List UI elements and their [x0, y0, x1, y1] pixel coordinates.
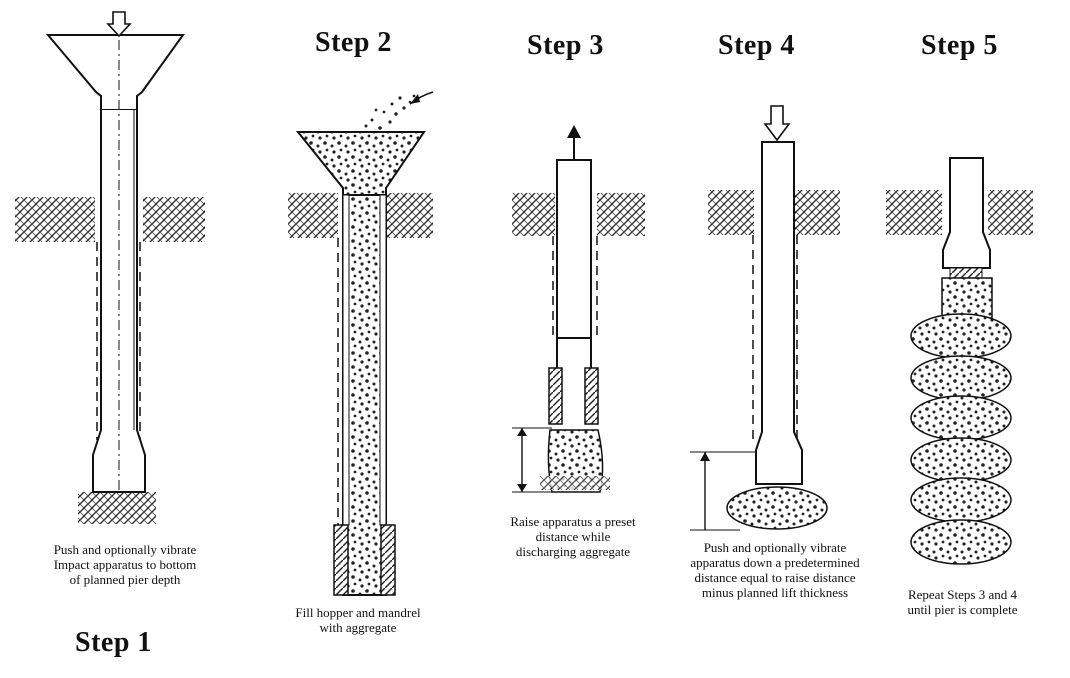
step4-soil-left	[708, 190, 754, 235]
step5-pier-lifts	[910, 313, 1012, 565]
step2-falling-aggregate	[364, 94, 416, 130]
step2-soil-right	[383, 193, 433, 238]
step4-soil-right	[795, 190, 840, 235]
step3-drawing	[512, 125, 645, 493]
step4-mandrel	[755, 141, 803, 485]
step2-drawing	[288, 91, 434, 596]
step2-shoe-left	[333, 524, 349, 596]
step5-soil-left	[886, 190, 942, 235]
step3-mandrel	[556, 159, 592, 339]
step3-shoe-left	[548, 367, 563, 425]
step1-hopper	[45, 34, 185, 111]
step4-push-arrow	[763, 105, 791, 142]
step5-pier-top	[941, 277, 993, 319]
step1-push-arrow	[106, 11, 132, 38]
step3-soil-right	[597, 193, 645, 236]
step3-shoe-right	[584, 367, 599, 425]
step3-raise-arrow	[567, 125, 581, 138]
step3-soil-left	[512, 193, 555, 236]
step3-title: Step 3	[527, 30, 604, 61]
step5-mandrel	[942, 157, 991, 269]
step5-soil-right	[988, 190, 1033, 235]
step2-soil-left	[288, 193, 338, 238]
step4-compacted-lift	[726, 486, 828, 530]
step1-caption: Push and optionally vibrate Impact appar…	[53, 542, 197, 587]
step2-title: Step 2	[315, 27, 392, 58]
step4-drawing	[690, 105, 840, 531]
step1-drawing	[15, 11, 205, 524]
step5-caption: Repeat Steps 3 and 4 until pier is compl…	[907, 587, 1018, 617]
step1-soil-left	[15, 197, 95, 242]
step5-drawing	[886, 157, 1033, 565]
step1-soil-bottom	[78, 492, 156, 524]
step4-title: Step 4	[718, 30, 795, 61]
step2-hopper	[295, 131, 426, 196]
step2-mandrel	[342, 194, 387, 596]
step1-soil-right	[143, 197, 205, 242]
step5-title: Step 5	[921, 30, 998, 61]
step2-caption: Fill hopper and mandrel with aggregate	[295, 605, 421, 635]
step3-caption: Raise apparatus a preset distance while …	[510, 514, 636, 559]
step4-caption: Push and optionally vibrate apparatus do…	[690, 540, 860, 600]
step2-shoe-right	[380, 524, 396, 596]
step1-title: Step 1	[75, 627, 152, 658]
